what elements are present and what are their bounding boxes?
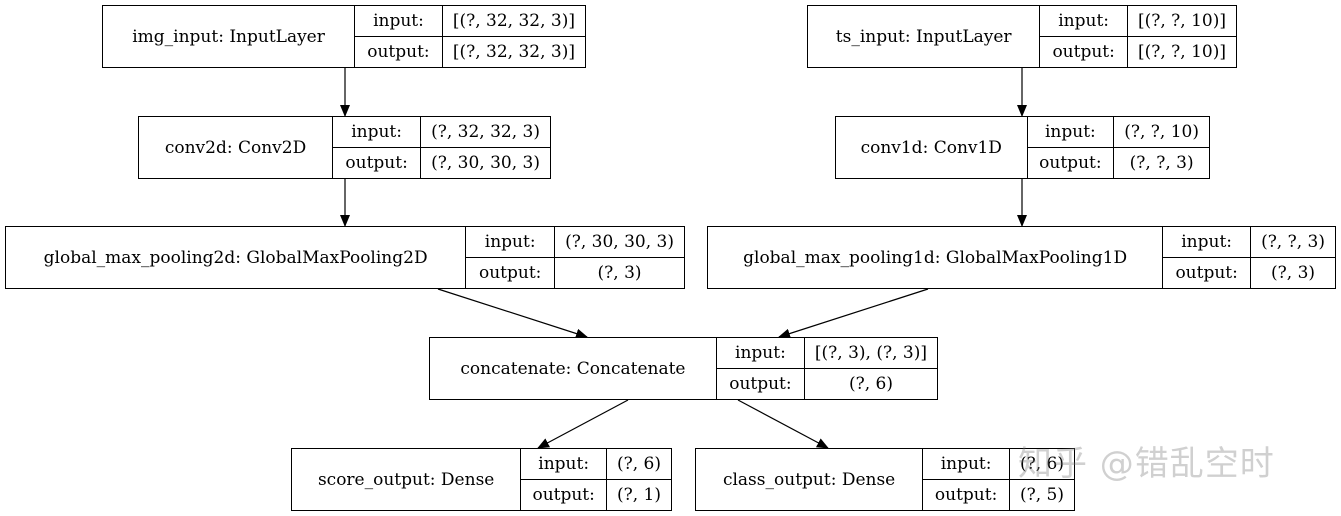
input-label: input: <box>923 449 1009 480</box>
node-name: score_output: Dense <box>292 449 522 510</box>
edge-gmp1d-to-concat <box>778 288 929 339</box>
output-shape: (?, 3) <box>597 263 642 283</box>
node-global-max-pooling2d: global_max_pooling2d: GlobalMaxPooling2D… <box>5 226 685 289</box>
node-name: global_max_pooling1d: GlobalMaxPooling1D <box>708 227 1164 288</box>
node-name: conv2d: Conv2D <box>139 117 334 178</box>
input-label: input: <box>466 227 555 258</box>
node-name: img_input: InputLayer <box>103 6 356 67</box>
input-shape: [(?, ?, 10)] <box>1127 6 1236 37</box>
output-label: output: <box>1039 153 1102 173</box>
node-name: ts_input: InputLayer <box>808 6 1041 67</box>
output-label: output: <box>1052 42 1115 62</box>
input-label: input: <box>1040 6 1127 37</box>
input-shape: (?, 30, 30, 3) <box>555 227 684 258</box>
output-label: output: <box>934 485 998 505</box>
output-shape: (?, 5) <box>1019 485 1064 505</box>
input-shape: [(?, 3), (?, 3)] <box>804 338 937 369</box>
node-name: global_max_pooling2d: GlobalMaxPooling2D <box>6 227 467 288</box>
node-img-input: img_input: InputLayer input: output: [(?… <box>102 5 586 68</box>
node-conv2d: conv2d: Conv2D input: output: (?, 32, 32… <box>138 116 551 179</box>
input-shape: (?, 6) <box>1009 449 1074 480</box>
node-name: conv1d: Conv1D <box>836 117 1028 178</box>
output-label: output: <box>367 42 430 62</box>
input-shape: (?, 6) <box>606 449 671 480</box>
node-name: class_output: Dense <box>696 449 924 510</box>
watermark: 知乎 @错乱空时 <box>1018 444 1275 484</box>
input-label: input: <box>333 117 421 148</box>
node-conv1d: conv1d: Conv1D input: output: (?, ?, 10)… <box>835 116 1210 179</box>
node-name: concatenate: Concatenate <box>430 338 717 399</box>
edge-gmp2d-to-concat <box>437 288 588 339</box>
node-ts-input: ts_input: InputLayer input: output: [(?,… <box>807 5 1237 68</box>
input-label: input: <box>355 6 442 37</box>
output-label: output: <box>729 374 792 394</box>
output-shape: [(?, 32, 32, 3)] <box>452 42 575 62</box>
output-shape: (?, 1) <box>616 485 661 505</box>
output-shape: (?, 6) <box>848 374 893 394</box>
output-label: output: <box>345 153 408 173</box>
input-label: input: <box>1163 227 1251 258</box>
output-shape: (?, ?, 3) <box>1129 153 1194 173</box>
node-class-output: class_output: Dense input: output: (?, 6… <box>695 448 1075 511</box>
output-shape: (?, 30, 30, 3) <box>431 153 540 173</box>
output-label: output: <box>478 263 542 283</box>
node-global-max-pooling1d: global_max_pooling1d: GlobalMaxPooling1D… <box>707 226 1336 289</box>
node-score-output: score_output: Dense input: output: (?, 6… <box>291 448 672 511</box>
output-label: output: <box>532 485 595 505</box>
input-shape: [(?, 32, 32, 3)] <box>442 6 585 37</box>
edge-concat-to-score <box>537 399 629 449</box>
input-shape: (?, 32, 32, 3) <box>421 117 550 148</box>
input-label: input: <box>521 449 606 480</box>
edge-concat-to-class <box>737 399 829 449</box>
output-shape: [(?, ?, 10)] <box>1137 42 1226 62</box>
output-shape: (?, 3) <box>1271 263 1316 283</box>
input-shape: (?, ?, 10) <box>1114 117 1209 148</box>
output-label: output: <box>1175 263 1238 283</box>
input-label: input: <box>1027 117 1114 148</box>
node-concatenate: concatenate: Concatenate input: output: … <box>429 337 938 400</box>
input-label: input: <box>716 338 804 369</box>
input-shape: (?, ?, 3) <box>1251 227 1335 258</box>
